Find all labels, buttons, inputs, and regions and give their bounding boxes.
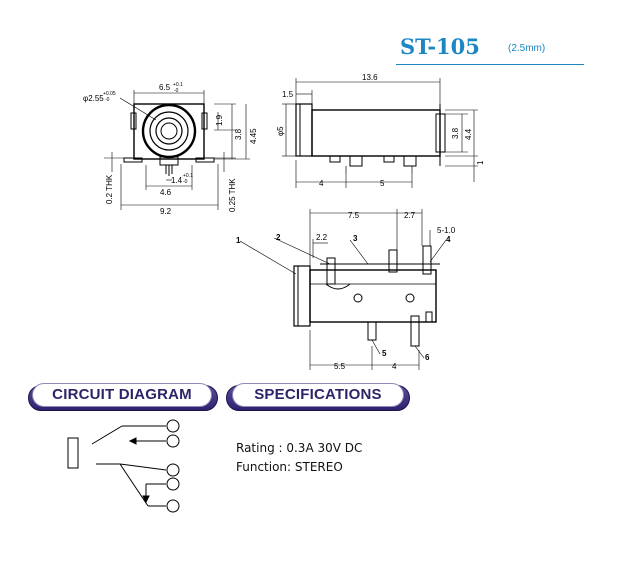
dim-label: 2.7	[404, 211, 416, 220]
dim-label: 5	[380, 179, 385, 188]
dim-label: 4	[319, 179, 324, 188]
technical-drawing: φ2.55 +0.05 -0 6.5 +0.1 -0 1.9 3.8 4.45 …	[83, 73, 485, 371]
dim-label: φ5	[276, 126, 285, 136]
dim-label: 4.6	[160, 188, 172, 197]
circuit-schematic	[67, 419, 180, 513]
pin-label: 5	[382, 349, 387, 358]
spec-function: Function: STEREO	[236, 460, 343, 474]
dim-label: 5-1.0	[437, 226, 456, 235]
dim-label: 1.9	[215, 114, 224, 126]
pin-label: 3	[353, 234, 358, 243]
dim-label: 0.2 THK	[105, 174, 114, 204]
dim-label: 5.5	[334, 362, 346, 371]
dim-label: 4.45	[249, 128, 258, 144]
specifications-heading: SPECIFICATIONS	[232, 383, 404, 407]
circuit-diagram-heading: CIRCUIT DIAGRAM	[32, 383, 212, 407]
dim-label: -0	[174, 88, 179, 94]
dim-label: 4	[392, 362, 397, 371]
side-view	[282, 78, 478, 188]
pin-label: 1	[236, 236, 241, 245]
pin-label: 2	[276, 233, 281, 242]
dim-label: +0.1	[173, 82, 183, 88]
dim-label: +0.05	[103, 91, 116, 97]
pin-label: 4	[446, 235, 451, 244]
bottom-view-labels: 7.5 2.7 2.2 5-1.0 5.5 4 1 2 3 4 5 6	[236, 211, 456, 371]
dim-label: 3.8	[451, 127, 460, 139]
front-view	[104, 90, 250, 210]
dim-label: 1	[476, 160, 485, 165]
dim-label: 2.2	[316, 233, 328, 242]
title-block: ST-105 (2.5mm)	[0, 34, 617, 74]
dim-label: 0.25 THK	[228, 178, 237, 212]
dim-label: -0	[105, 97, 110, 103]
bottom-view	[239, 209, 447, 370]
model-number: ST-105	[400, 34, 480, 59]
dim-label: 7.5	[348, 211, 360, 220]
title-underline	[396, 64, 584, 65]
dim-label: 1.5	[282, 90, 294, 99]
dim-label: 6.5	[159, 83, 171, 92]
front-view-labels: φ2.55 +0.05 -0 6.5 +0.1 -0 1.9 3.8 4.45 …	[83, 82, 258, 216]
dim-label: -0	[183, 179, 188, 185]
dim-label: 4.4	[464, 128, 473, 140]
dim-label: 13.6	[362, 73, 378, 82]
pin-label: 6	[425, 353, 430, 362]
side-view-labels: 13.6 1.5 φ5 3.8 4.4 4 5 1	[276, 73, 485, 188]
dim-label: φ2.55	[83, 94, 104, 103]
dim-label: +0.1	[183, 173, 193, 179]
model-size: (2.5mm)	[508, 43, 546, 54]
dim-label: 9.2	[160, 207, 172, 216]
dim-label: 1.4	[171, 176, 183, 185]
dim-label: 3.8	[234, 128, 243, 140]
spec-rating: Rating : 0.3A 30V DC	[236, 441, 363, 455]
